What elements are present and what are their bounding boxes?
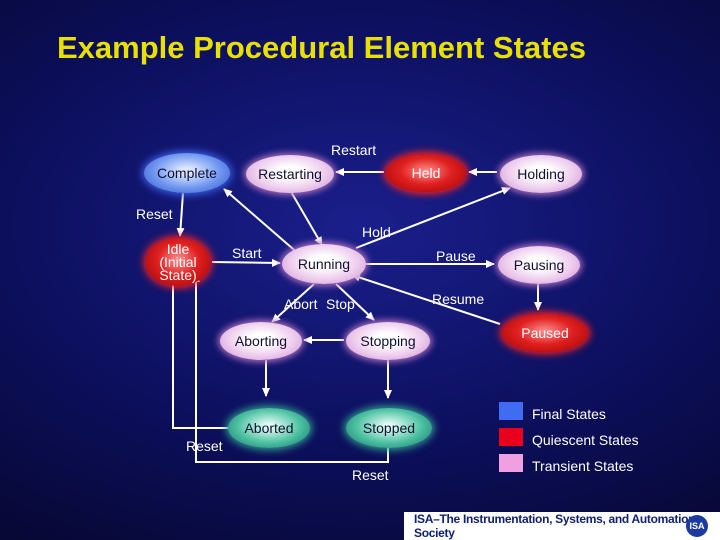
transition-restart-label: Restart	[331, 142, 377, 158]
transition-abort-label: Abort	[284, 296, 318, 312]
edge-aborted-idle	[169, 273, 230, 429]
edge-running-aborting	[271, 283, 315, 323]
isa-logo: ISA	[686, 515, 708, 537]
edge-complete-idle	[176, 192, 185, 237]
transition-reset-bottom-label: Reset	[352, 467, 389, 483]
state-stopped: Stopped	[346, 408, 432, 448]
state-idle: Idle (Initial State)	[146, 238, 210, 286]
state-stopped-label: Stopped	[362, 419, 416, 436]
legend-swatch-quiescent	[499, 428, 523, 446]
legend-swatch-final	[499, 402, 523, 420]
legend-swatch-transient	[499, 454, 523, 472]
state-pausing-label: Pausing	[513, 256, 565, 273]
state-holding: Holding	[500, 155, 582, 193]
state-paused-label: Paused	[521, 324, 569, 341]
edge-stopped-idle	[192, 273, 389, 463]
legend-label-quiescent: Quiescent States	[532, 432, 639, 448]
state-aborting: Aborting	[220, 322, 302, 360]
state-running: Running	[282, 244, 366, 284]
edge-running-complete	[223, 188, 301, 256]
state-complete-label: Complete	[157, 164, 217, 181]
transition-stop-label: Stop	[326, 296, 355, 312]
transition-start-label: Start	[232, 245, 262, 261]
edge-idle-running	[211, 258, 281, 267]
state-aborted-label: Aborted	[244, 419, 294, 436]
transition-pause-label: Pause	[436, 248, 476, 264]
state-idle-label: Idle (Initial State)	[159, 240, 197, 283]
transition-reset-left-label: Reset	[186, 438, 223, 454]
transition-hold-label: Hold	[362, 224, 391, 240]
footer-text: ISA–The Instrumentation, Systems, and Au…	[414, 512, 696, 540]
state-stopping-label: Stopping	[360, 332, 416, 349]
state-pausing: Pausing	[498, 246, 580, 284]
state-held-label: Held	[411, 164, 441, 181]
legend-label-final: Final States	[532, 406, 606, 422]
page-title: Example Procedural Element States	[57, 30, 586, 65]
edge-running-holding	[355, 187, 511, 249]
state-aborting-label: Aborting	[234, 332, 288, 349]
legend-label-transient: Transient States	[532, 458, 634, 474]
edge-paused-running	[351, 273, 501, 325]
state-held: Held	[386, 154, 466, 192]
transition-reset-top-label: Reset	[136, 206, 173, 222]
edge-restarting-running	[289, 189, 323, 246]
state-restarting: Restarting	[246, 155, 334, 193]
state-aborted: Aborted	[228, 408, 310, 448]
transition-resume-label: Resume	[432, 291, 485, 307]
edge-running-stopping	[335, 283, 375, 321]
state-paused: Paused	[502, 314, 588, 352]
state-running-label: Running	[297, 255, 351, 272]
state-stopping: Stopping	[346, 322, 430, 360]
state-restarting-label: Restarting	[258, 165, 322, 182]
footer-banner: ISA–The Instrumentation, Systems, and Au…	[404, 512, 720, 540]
state-holding-label: Holding	[517, 165, 565, 182]
state-complete: Complete	[144, 153, 230, 193]
